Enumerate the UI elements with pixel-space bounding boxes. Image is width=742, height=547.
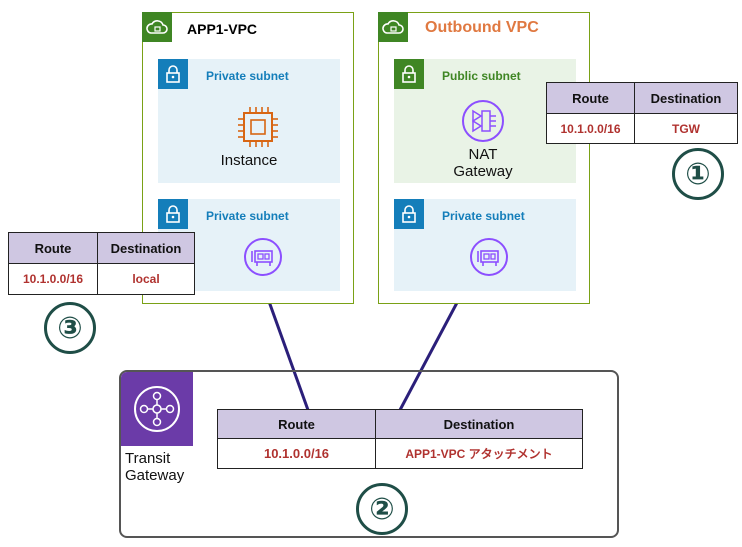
- route-table-2: Route Destination 10.1.0.0/16 APP1-VPC ア…: [217, 409, 583, 469]
- vpc-title: Outbound VPC: [425, 19, 539, 36]
- destination-value: TGW: [634, 113, 738, 144]
- subnet-title: Private subnet: [206, 69, 289, 83]
- subnet-title: Private subnet: [206, 209, 289, 223]
- route-value: 10.1.0.0/16: [8, 263, 98, 295]
- outbound-vpc: Outbound VPC Public subnet NAT Gateway P…: [378, 12, 590, 304]
- outbound-public-subnet: Public subnet NAT Gateway: [394, 59, 576, 183]
- marker-2: ②: [356, 483, 408, 535]
- route-value: 10.1.0.0/16: [546, 113, 635, 144]
- route-header: Route: [8, 232, 98, 264]
- route-table-3: Route Destination 10.1.0.0/16 local: [8, 232, 195, 295]
- nat-label-line2: Gateway: [453, 163, 513, 180]
- transit-gateway-icon: [134, 386, 180, 432]
- vpc-title: APP1-VPC: [187, 21, 258, 37]
- app1-vpc: APP1-VPC Private subnet Instance Private…: [142, 12, 354, 304]
- subnet-lock-icon: [394, 199, 424, 229]
- transit-gateway-icon-box: [121, 372, 193, 446]
- subnet-lock-icon: [158, 199, 188, 229]
- nat-gateway-label: NAT Gateway: [442, 146, 524, 180]
- network-interface-icon: [244, 238, 282, 276]
- vpc-cloud-icon: [142, 12, 172, 42]
- ec2-instance-icon: [238, 107, 278, 147]
- marker-3: ③: [44, 302, 96, 354]
- destination-header: Destination: [375, 409, 583, 439]
- tgw-label-line2: Gateway: [125, 467, 185, 484]
- route-header: Route: [217, 409, 376, 439]
- nat-gateway-icon: [462, 100, 504, 142]
- app1-private-subnet-top: Private subnet Instance: [158, 59, 340, 183]
- instance-label: Instance: [220, 152, 278, 169]
- subnet-lock-icon: [394, 59, 424, 89]
- network-interface-icon: [470, 238, 508, 276]
- destination-value: APP1-VPC アタッチメント: [375, 438, 583, 469]
- route-header: Route: [546, 82, 635, 114]
- destination-header: Destination: [634, 82, 738, 114]
- subnet-lock-icon: [158, 59, 188, 89]
- transit-gateway-label: Transit Gateway: [125, 450, 184, 484]
- nat-label-line1: NAT: [468, 146, 498, 163]
- vpc-cloud-icon: [378, 12, 408, 42]
- route-table-1: Route Destination 10.1.0.0/16 TGW: [546, 82, 738, 144]
- subnet-title: Private subnet: [442, 209, 525, 223]
- subnet-title: Public subnet: [442, 69, 521, 83]
- marker-1: ①: [672, 148, 724, 200]
- destination-value: local: [97, 263, 195, 295]
- outbound-private-subnet: Private subnet: [394, 199, 576, 291]
- transit-gateway-container: Transit Gateway: [119, 370, 619, 538]
- destination-header: Destination: [97, 232, 195, 264]
- route-value: 10.1.0.0/16: [217, 438, 376, 469]
- tgw-label-line1: Transit: [125, 450, 171, 467]
